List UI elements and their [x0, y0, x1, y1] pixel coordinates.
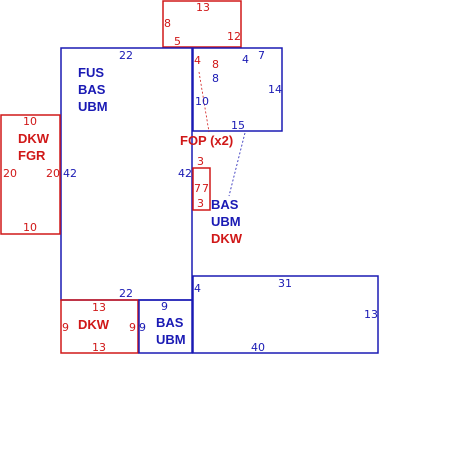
dim-top-red-top: 13 — [196, 1, 210, 14]
fop-label: FOP (x2) — [180, 133, 233, 148]
main-room-label-1: FUS — [78, 65, 104, 80]
dim-fop-top: 3 — [197, 155, 204, 168]
dim-bottom-red-right: 9 — [129, 321, 136, 334]
dim-brb-right: 13 — [364, 308, 378, 321]
dim-top-red-small-b: 8 — [212, 58, 219, 71]
left-room-label-1: DKW — [18, 131, 50, 146]
dim-main-top: 22 — [119, 49, 133, 62]
fop-room — [192, 167, 211, 211]
dim-trb-left-top: 4 — [242, 53, 249, 66]
left-red-room — [0, 114, 61, 235]
dim-top-red-right: 12 — [227, 30, 241, 43]
mid-label-1: BAS — [211, 197, 239, 212]
dim-trb-left: 10 — [195, 95, 209, 108]
bottom-red-room — [60, 299, 139, 354]
mid-label-3: DKW — [211, 231, 243, 246]
bottom-blue-room — [138, 299, 193, 354]
dim-left-top: 10 — [23, 115, 37, 128]
dim-main-left: 42 — [63, 167, 77, 180]
dim-trb-right: 14 — [268, 83, 282, 96]
dim-bottom-red-bottom: 13 — [92, 341, 106, 354]
mid-label-2: UBM — [211, 214, 241, 229]
dim-left-bottom: 10 — [23, 221, 37, 234]
dim-bottom-red-top: 13 — [92, 301, 106, 314]
dim-fop-right: 7 — [202, 182, 209, 195]
bottom-right-blue-room — [192, 275, 379, 354]
dim-top-red-inner: 5 — [174, 35, 181, 48]
leader-line-blue — [228, 132, 246, 197]
dim-main-right: 42 — [178, 167, 192, 180]
dim-bottom-blue-top: 9 — [161, 300, 168, 313]
dim-bottom-blue-left: 9 — [139, 321, 146, 334]
bottom-red-label: DKW — [78, 317, 110, 332]
dim-trb-bottom: 15 — [231, 119, 245, 132]
top-red-room — [162, 0, 242, 48]
dim-trb-top: 7 — [258, 49, 265, 62]
main-room-label-2: BAS — [78, 82, 106, 97]
dim-fop-left: 7 — [194, 182, 201, 195]
dim-bottom-red-left: 9 — [62, 321, 69, 334]
dim-top-red-small-a: 4 — [194, 54, 201, 67]
dim-left-right: 20 — [46, 167, 60, 180]
dim-brb-bottom: 40 — [251, 341, 265, 354]
top-right-blue-room — [192, 47, 283, 132]
bottom-blue-label-1: BAS — [156, 315, 184, 330]
main-room-label-3: UBM — [78, 99, 108, 114]
dim-brb-left: 4 — [194, 282, 201, 295]
dim-fop-bottom: 3 — [197, 197, 204, 210]
dim-trb-inner: 8 — [212, 72, 219, 85]
dim-left-left: 20 — [3, 167, 17, 180]
dim-brb-top: 31 — [278, 277, 292, 290]
dim-main-bottom: 22 — [119, 287, 133, 300]
bottom-blue-label-2: UBM — [156, 332, 186, 347]
left-room-label-2: FGR — [18, 148, 46, 163]
dim-top-red-left: 8 — [164, 17, 171, 30]
